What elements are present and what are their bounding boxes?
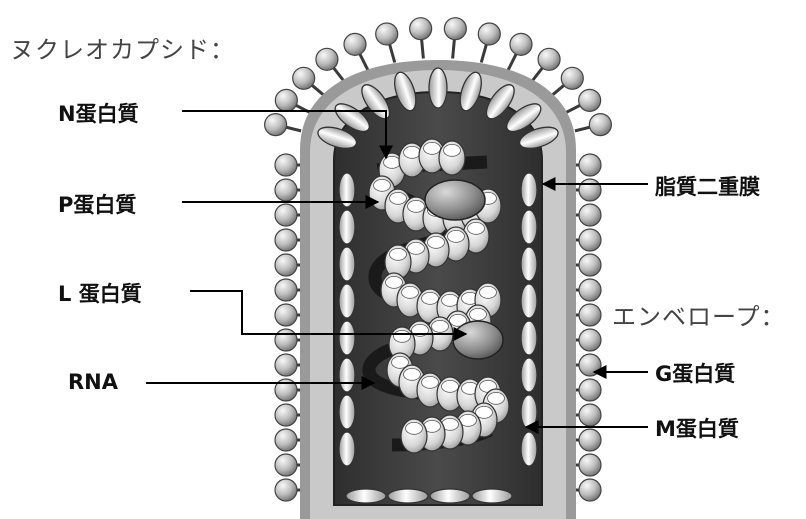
- g-protein-spike: [293, 67, 325, 96]
- n-protein-label: N蛋白質: [58, 98, 139, 128]
- m-protein: [339, 395, 355, 429]
- p-protein-label: P蛋白質: [58, 189, 136, 219]
- m-protein: [346, 489, 386, 503]
- g-protein-spike: [576, 304, 601, 326]
- m-protein: [521, 358, 537, 392]
- g-protein-spike: [275, 279, 300, 301]
- nucleocapsid-section-label: ヌクレオカプシド：: [10, 30, 235, 65]
- g-protein-spike: [275, 429, 300, 451]
- m-protein: [339, 432, 355, 466]
- g-protein-spike: [576, 404, 601, 426]
- m-protein: [339, 321, 355, 355]
- m-protein: [339, 210, 355, 244]
- l-protein-top: [425, 180, 485, 220]
- m-protein: [521, 321, 537, 355]
- m-protein-label: M蛋白質: [655, 413, 739, 443]
- g-protein-spike: [508, 33, 532, 70]
- g-protein-spike: [275, 404, 300, 426]
- g-protein-label: G蛋白質: [655, 358, 735, 388]
- m-protein: [429, 68, 447, 108]
- rna-label: RNA: [68, 370, 118, 394]
- g-protein-spike: [275, 479, 300, 501]
- g-protein-spike: [576, 279, 601, 301]
- m-protein: [388, 489, 428, 503]
- lipid-bilayer-label: 脂質二重膜: [655, 171, 760, 201]
- g-protein-spike: [576, 254, 601, 276]
- m-protein: [521, 284, 537, 318]
- g-protein-spike: [566, 89, 601, 112]
- m-protein: [472, 489, 512, 503]
- g-protein-spike: [576, 429, 601, 451]
- g-protein-spike: [275, 329, 300, 351]
- g-protein-spike: [265, 114, 301, 136]
- m-protein: [521, 395, 537, 429]
- g-protein-spike: [551, 67, 583, 96]
- envelope-section-label: エンベロープ：: [612, 297, 786, 332]
- g-protein-spike: [576, 179, 601, 201]
- g-protein-spike: [444, 18, 466, 59]
- m-protein: [521, 173, 537, 207]
- g-protein-spike: [316, 48, 344, 81]
- m-protein: [521, 247, 537, 281]
- g-protein-spike: [532, 48, 560, 81]
- g-protein-spike: [576, 154, 601, 176]
- g-protein-spike: [376, 23, 398, 63]
- m-protein: [339, 358, 355, 392]
- g-protein-spike: [576, 479, 601, 501]
- g-protein-spike: [275, 229, 300, 251]
- g-protein-spike: [275, 354, 300, 376]
- m-protein: [430, 489, 470, 503]
- m-protein: [339, 247, 355, 281]
- m-protein: [521, 432, 537, 466]
- g-protein-spike: [576, 229, 601, 251]
- g-protein-spike: [275, 154, 300, 176]
- l-protein-label: L 蛋白質: [58, 278, 142, 308]
- g-protein-spike: [576, 329, 601, 351]
- g-protein-spike: [275, 454, 300, 476]
- m-protein: [521, 210, 537, 244]
- g-protein-spike: [478, 23, 500, 63]
- g-protein-spike: [344, 33, 368, 70]
- g-protein-spike: [275, 179, 300, 201]
- m-protein: [339, 284, 355, 318]
- l-protein-middle: [453, 321, 503, 359]
- g-protein-spike: [576, 379, 601, 401]
- g-protein-spike: [275, 89, 310, 112]
- n-protein: [401, 419, 427, 453]
- n-protein: [439, 141, 465, 175]
- g-protein-spike: [576, 454, 601, 476]
- g-protein-spike: [575, 114, 611, 136]
- g-protein-spike: [275, 204, 300, 226]
- g-protein-spike: [410, 18, 432, 59]
- g-protein-spike: [576, 204, 601, 226]
- g-protein-spike: [275, 254, 300, 276]
- g-protein-spike: [275, 304, 300, 326]
